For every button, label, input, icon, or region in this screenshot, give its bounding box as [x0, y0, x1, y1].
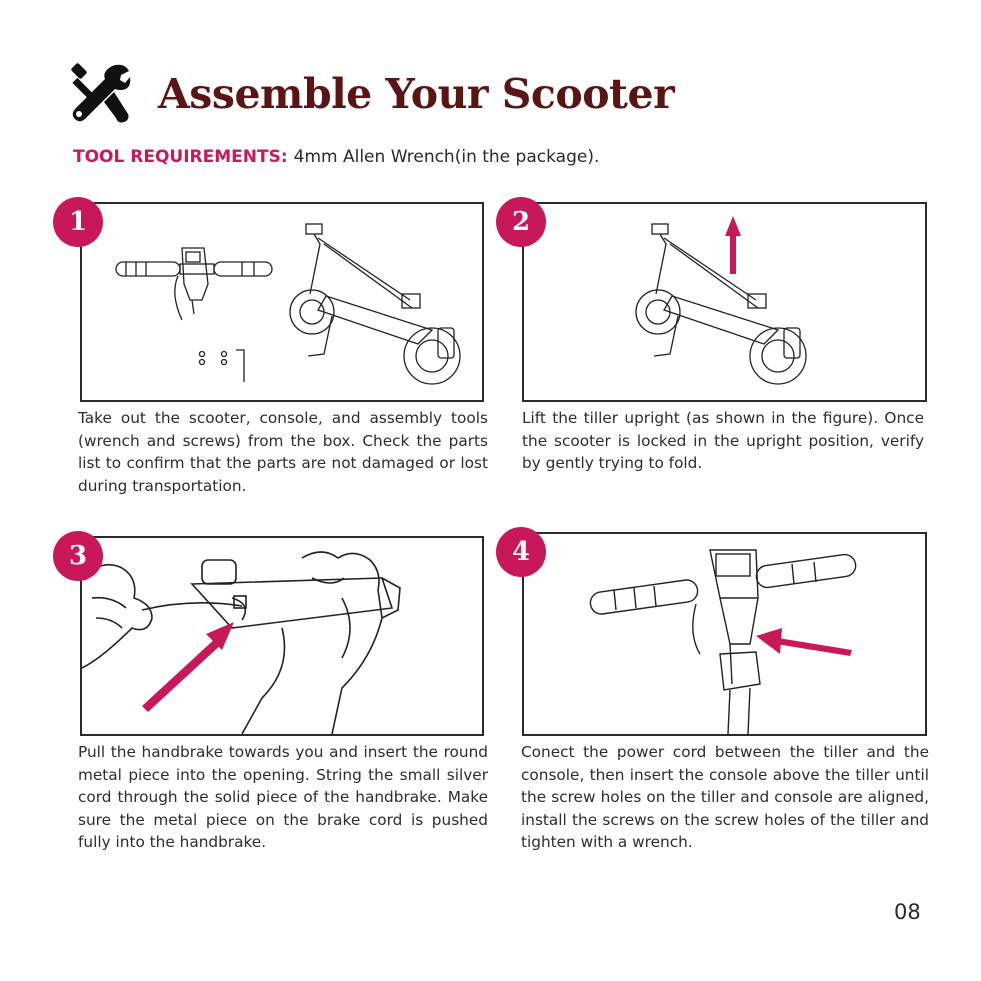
step-4-illustration [522, 532, 927, 736]
scooter-tiller-upright-drawing [635, 216, 807, 385]
tool-requirements-label: TOOL REQUIREMENTS: [73, 147, 288, 167]
step-2-badge: 2 [496, 197, 546, 247]
wrench-screwdriver-icon [71, 63, 131, 123]
header: Assemble Your Scooter [68, 62, 675, 126]
step-1-badge: 1 [53, 197, 103, 247]
step-3-text: Pull the handbrake towards you and inser… [78, 743, 488, 851]
left-arrow-icon [756, 628, 852, 656]
step-4-badge: 4 [496, 527, 546, 577]
step-3-illustration [80, 536, 484, 736]
console-install-drawing [589, 549, 857, 734]
step-2-illustration [522, 202, 927, 402]
page-title: Assemble Your Scooter [158, 70, 675, 118]
step-3-badge: 3 [53, 531, 103, 581]
step-1-illustration [80, 202, 484, 402]
scooter-parts-drawing [115, 223, 461, 385]
step-2-text: Lift the tiller upright (as shown in the… [522, 409, 924, 472]
step-4-text: Conect the power cord between the tiller… [521, 743, 929, 851]
step-1-text: Take out the scooter, console, and assem… [78, 409, 488, 495]
diagonal-arrow-icon [142, 622, 234, 712]
up-arrow-icon [725, 216, 741, 274]
tool-requirements: TOOL REQUIREMENTS:4mm Allen Wrench(in th… [73, 147, 599, 167]
tool-requirements-text: 4mm Allen Wrench(in the package). [293, 147, 600, 167]
page-number: 08 [894, 900, 921, 924]
handbrake-insert-drawing [82, 551, 401, 734]
